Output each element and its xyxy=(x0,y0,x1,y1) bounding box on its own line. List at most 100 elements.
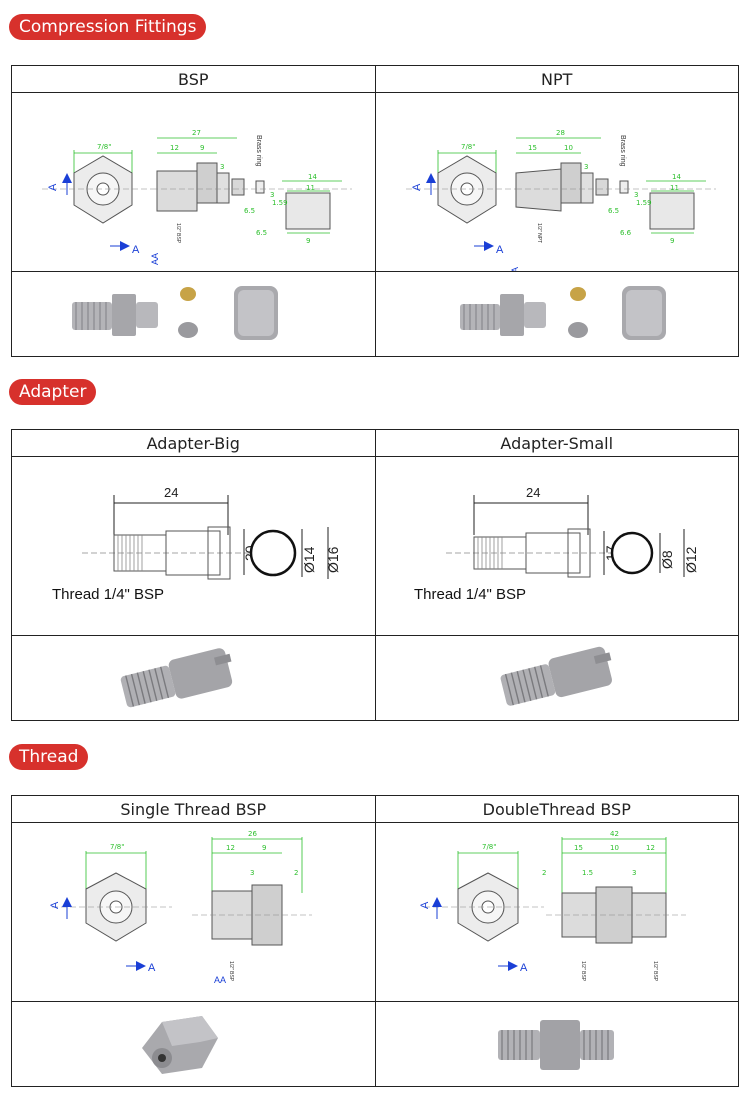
adapter-table: Adapter-Big Adapter-Small 24 20 Ø14 Ø16 xyxy=(11,429,739,721)
section-mark-a: A xyxy=(49,901,61,909)
double-thread-photo xyxy=(497,1020,614,1070)
section-label-compression: Compression Fittings xyxy=(9,14,207,40)
dim-nut: 14 xyxy=(672,173,681,181)
dim-hex: 7/8" xyxy=(110,843,125,851)
dim-ring-c: 1.59 xyxy=(272,199,288,207)
dim-hex-len: 10 xyxy=(610,844,619,852)
section-mark-aa: AA xyxy=(214,975,226,985)
bsp-product-photo xyxy=(72,286,278,340)
adapter-small-drawing: 24 17 Ø8 Ø12 Thread 1/4" BSP xyxy=(414,485,699,603)
label-thread: 1/2" BSP xyxy=(175,223,181,244)
compression-table: BSP NPT xyxy=(11,65,739,357)
dim-end: 2 xyxy=(294,869,298,877)
adapter-big-drawing-cell: 24 20 Ø14 Ø16 Thread 1/4" BSP xyxy=(11,456,376,636)
dim-ring-d: 3 xyxy=(270,191,274,199)
dim-gap: 3 xyxy=(584,163,588,171)
label-thread: 1/2" BSP xyxy=(228,961,234,982)
thread-label: Thread 1/4" BSP xyxy=(52,586,164,603)
single-thread-photo-cell xyxy=(11,1001,376,1087)
label-thread-left: 1/2" BSP xyxy=(580,961,586,982)
double-thread-drawing-cell: 7/8" 42 15 10 12 2 1.5 3 1/2" BSP 1/2" B… xyxy=(374,822,739,1002)
adapter-big-photo-cell xyxy=(11,635,376,721)
npt-photo-cell xyxy=(374,271,739,357)
dim-length: 24 xyxy=(526,485,540,500)
dim-nut-bottom: 9 xyxy=(306,237,310,245)
thread-label: Thread 1/4" BSP xyxy=(414,586,526,603)
dim-total: 26 xyxy=(248,830,257,838)
dim-relief: 1.5 xyxy=(582,869,593,877)
double-thread-drawing: 7/8" 42 15 10 12 2 1.5 3 1/2" BSP 1/2" B… xyxy=(419,830,686,982)
single-thread-drawing-cell: 7/8" 26 12 9 3 2 1/2" BSP A A AA xyxy=(11,822,376,1002)
adapter-small-photo xyxy=(500,646,612,706)
dim-inner-diameter: Ø14 xyxy=(301,546,317,573)
adapter-small-drawing-cell: 24 17 Ø8 Ø12 Thread 1/4" BSP xyxy=(374,456,739,636)
column-header-npt: NPT xyxy=(374,65,739,93)
section-mark-aa: AA xyxy=(510,267,520,271)
npt-product-photo xyxy=(459,286,666,340)
column-header-bsp: BSP xyxy=(11,65,376,93)
dim-thread: 12 xyxy=(170,144,179,152)
column-header-adapter-big: Adapter-Big xyxy=(11,429,376,457)
dim-total: 28 xyxy=(556,129,565,137)
label-thread: 1/2" NPT xyxy=(536,223,542,243)
dim-outer-diameter: Ø12 xyxy=(683,546,699,573)
dim-thread: 15 xyxy=(528,144,537,152)
bsp-technical-drawing: 7/8" 27 12 9 3 14 11 9 6.5 6.5 1.59 3 Br… xyxy=(42,129,352,265)
section-mark-a: A xyxy=(47,183,59,191)
dim-thread: 12 xyxy=(226,844,235,852)
column-header-double-thread: DoubleThread BSP xyxy=(374,795,739,823)
section-mark-aa: AA xyxy=(150,253,160,265)
section-mark-a2: A xyxy=(496,244,504,256)
dim-nut-inner: 11 xyxy=(670,184,679,192)
bsp-drawing-cell: 7/8" 27 12 9 3 14 11 9 6.5 6.5 1.59 3 Br… xyxy=(11,92,376,272)
column-header-adapter-small: Adapter-Small xyxy=(374,429,739,457)
label-brass-ring: Brass ring xyxy=(255,135,262,167)
section-mark-a: A xyxy=(419,901,431,909)
dim-ring-b: 6.5 xyxy=(256,229,267,237)
dim-end: 2 xyxy=(542,869,546,877)
bsp-photo-cell xyxy=(11,271,376,357)
dim-total: 42 xyxy=(610,830,619,838)
double-thread-photo-cell xyxy=(374,1001,739,1087)
dim-hex-len: 10 xyxy=(564,144,573,152)
single-thread-photo xyxy=(142,1016,218,1074)
dim-gap: 3 xyxy=(250,869,254,877)
section-mark-a2: A xyxy=(520,962,528,974)
section-label-adapter: Adapter xyxy=(9,379,97,405)
dim-hex-len: 9 xyxy=(262,844,266,852)
dim-nut-inner: 11 xyxy=(306,184,315,192)
dim-nut: 14 xyxy=(308,173,317,181)
dim-outer-diameter: Ø16 xyxy=(325,546,341,573)
section-mark-a2: A xyxy=(148,962,156,974)
dim-gap: 3 xyxy=(220,163,224,171)
dim-thread-left: 15 xyxy=(574,844,583,852)
dim-length: 24 xyxy=(164,485,178,500)
thread-table: Single Thread BSP DoubleThread BSP xyxy=(11,795,739,1087)
dim-inner-diameter: Ø8 xyxy=(659,550,675,569)
dim-hex: 7/8" xyxy=(97,143,112,151)
npt-drawing-cell: 7/8" 28 15 10 3 14 11 9 6.5 6.6 1.59 3 B… xyxy=(374,92,739,272)
column-header-single-thread: Single Thread BSP xyxy=(11,795,376,823)
dim-gap: 3 xyxy=(632,869,636,877)
dim-total: 27 xyxy=(192,129,201,137)
dim-hex: 7/8" xyxy=(482,843,497,851)
dim-hex: 7/8" xyxy=(461,143,476,151)
section-label-thread: Thread xyxy=(9,744,89,770)
dim-ring-d: 3 xyxy=(634,191,638,199)
single-thread-drawing: 7/8" 26 12 9 3 2 1/2" BSP A A AA xyxy=(49,830,312,985)
dim-ring-b: 6.6 xyxy=(620,229,632,237)
dim-ring-a: 6.5 xyxy=(244,207,255,215)
section-mark-a: A xyxy=(411,183,423,191)
dim-ring-a: 6.5 xyxy=(608,207,619,215)
label-brass-ring: Brass ring xyxy=(619,135,626,167)
adapter-small-photo-cell xyxy=(374,635,739,721)
adapter-big-drawing: 24 20 Ø14 Ø16 Thread 1/4" BSP xyxy=(52,485,341,603)
dim-ring-c: 1.59 xyxy=(636,199,652,207)
section-mark-a2: A xyxy=(132,244,140,256)
dim-nut-bottom: 9 xyxy=(670,237,674,245)
npt-technical-drawing: 7/8" 28 15 10 3 14 11 9 6.5 6.6 1.59 3 B… xyxy=(405,129,716,271)
adapter-big-photo xyxy=(120,648,233,708)
dim-hex-len: 9 xyxy=(200,144,204,152)
dim-thread-right: 12 xyxy=(646,844,655,852)
label-thread-right: 1/2" BSP xyxy=(652,961,658,982)
